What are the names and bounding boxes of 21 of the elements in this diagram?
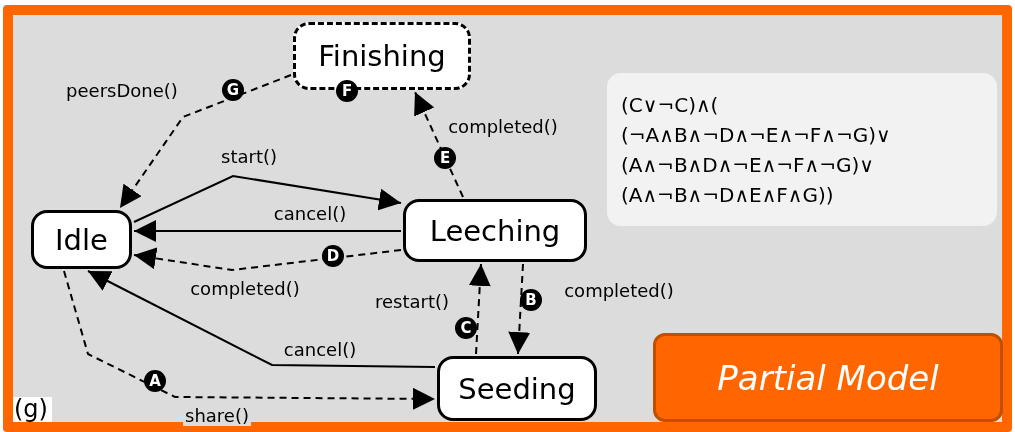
title-banner: Partial Model <box>653 333 1003 422</box>
edge-label: start() <box>219 147 279 167</box>
state-box: Seeding <box>437 356 597 421</box>
panel-label: (g) <box>13 397 52 422</box>
transition-arrow <box>508 263 531 355</box>
transition-arrow <box>133 247 402 271</box>
transition-arrow <box>87 270 436 368</box>
edge-label: completed() <box>562 281 676 301</box>
transition-arrow <box>468 263 491 355</box>
edge-label: peersDone() <box>64 81 180 101</box>
transition-arrow <box>63 270 436 410</box>
edge-label: completed() <box>188 279 302 299</box>
edge-label: completed() <box>446 117 560 137</box>
transition-arrow <box>133 220 402 242</box>
formula-panel: (C∨¬C)∧( (¬A∧B∧¬D∧¬E∧¬F∧¬G)∨ (A∧¬B∧D∧¬E∧¬F∧¬G)∨ (A∧¬B∧¬D∧E∧F∧G)) <box>607 73 997 226</box>
transition-arrow <box>133 174 402 223</box>
state-box: Leeching <box>403 199 587 262</box>
state-box: Idle <box>31 210 132 269</box>
transition-arrow <box>414 91 464 198</box>
edge-label: share() <box>183 406 251 426</box>
transition-arrow <box>119 74 292 209</box>
